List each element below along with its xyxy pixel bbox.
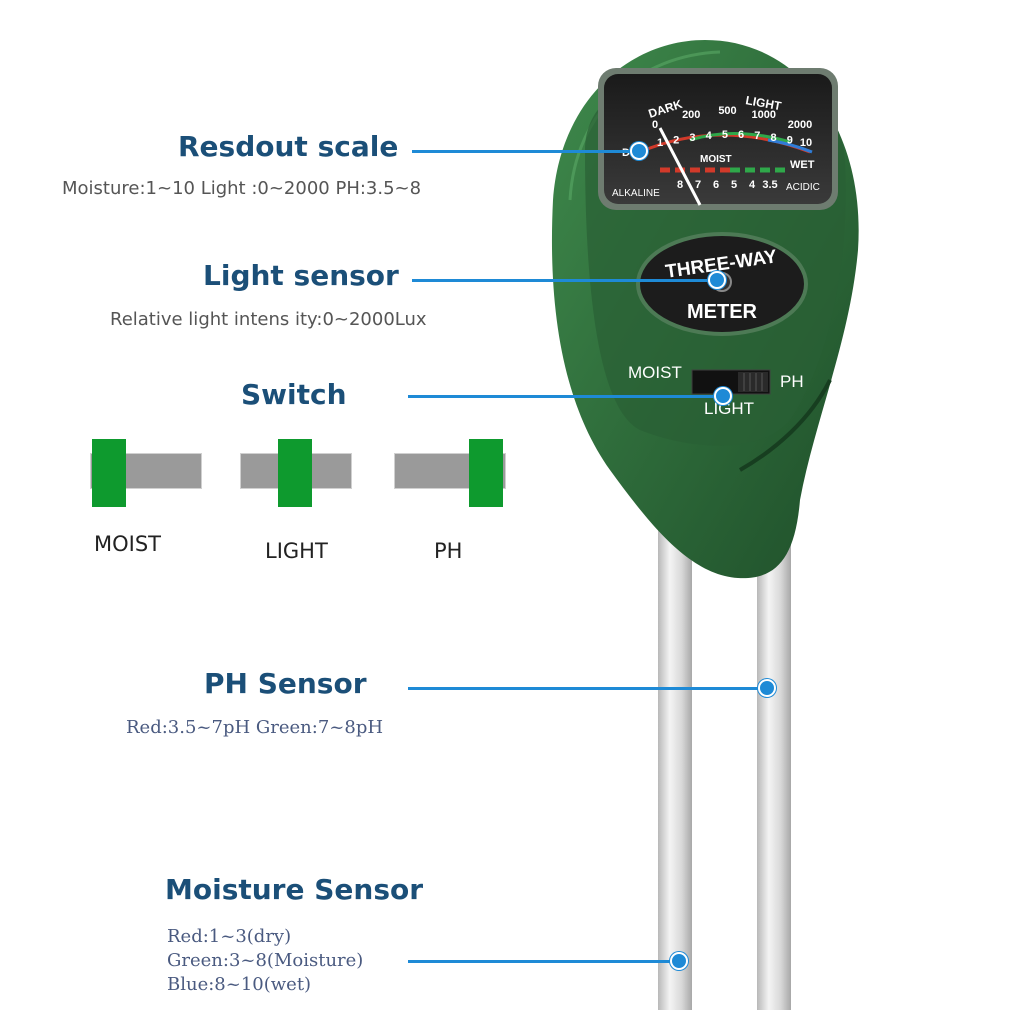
- dial-moist-label: MOIST: [700, 154, 732, 165]
- readout-scale-title: Resdout scale: [178, 130, 399, 163]
- switch-state-label: LIGHT: [265, 539, 328, 563]
- ph-sensor-leader-line: [408, 687, 760, 690]
- dial-moist-tick: 2: [673, 134, 679, 146]
- dial-light-tick: 500: [718, 105, 736, 117]
- dial-moist-tick: 1: [657, 137, 663, 149]
- moisture-sensor-line-green: Green:3~8(Moisture): [167, 950, 364, 971]
- readout-scale-subtitle: Moisture:1~10 Light :0~2000 PH:3.5~8: [62, 178, 422, 199]
- light-sensor-pointer-dot: [708, 271, 726, 289]
- dial-light-tick: 2000: [788, 119, 812, 131]
- light-sensor-leader-line: [412, 279, 718, 282]
- switch-leader-line: [408, 395, 724, 398]
- moisture-sensor-line-red: Red:1~3(dry): [167, 926, 292, 947]
- switch-state-label: PH: [434, 539, 463, 563]
- light-sensor-title: Light sensor: [203, 259, 399, 292]
- device-switch-moist-label: MOIST: [628, 363, 682, 382]
- switch-pointer-dot: [714, 387, 732, 405]
- readout-scale-pointer-dot: [630, 142, 648, 160]
- switch-title: Switch: [241, 378, 347, 411]
- moisture-sensor-title: Moisture Sensor: [165, 873, 424, 906]
- dial-light-label: LIGHT: [744, 93, 783, 113]
- dial-ph-tick: 5: [731, 179, 737, 191]
- dial-moist-tick: 7: [754, 130, 760, 142]
- ph-probe: [658, 500, 692, 1010]
- dial-moist-tick: 5: [722, 129, 728, 141]
- moisture-sensor-leader-line: [408, 960, 676, 963]
- light-sensor-subtitle: Relative light intens ity:0~2000Lux: [110, 309, 427, 330]
- dial-moist-tick: 6: [738, 129, 744, 141]
- moisture-sensor-line-blue: Blue:8~10(wet): [167, 974, 312, 995]
- badge-bottom-text: METER: [687, 301, 758, 323]
- dial-ph-tick: 6: [713, 179, 719, 191]
- dial-ph-tick: 4: [749, 179, 756, 191]
- dial-moist-tick: 8: [770, 132, 776, 144]
- dial-light-tick: 1000: [752, 109, 776, 121]
- dial-wet-label: WET: [790, 159, 815, 171]
- switch-state-label: MOIST: [94, 532, 161, 556]
- dial-ph-tick: 3.5: [762, 179, 777, 191]
- dial-alkaline-label: ALKALINE: [612, 188, 660, 199]
- device-switch-knob: [738, 372, 768, 392]
- dial-moist-tick: 3: [689, 132, 695, 144]
- moisture-sensor-pointer-dot: [670, 952, 688, 970]
- device-switch-light-label: LIGHT: [704, 399, 754, 418]
- dial-light-tick: 0: [652, 119, 658, 131]
- dial-ph-tick: 8: [677, 179, 683, 191]
- dial-moist-tick: 10: [800, 137, 812, 149]
- ph-sensor-title: PH Sensor: [204, 667, 367, 700]
- ph-sensor-subtitle: Red:3.5~7pH Green:7~8pH: [126, 717, 384, 738]
- dial-moist-tick: 4: [706, 130, 713, 142]
- dial-ph-tick: 7: [695, 179, 701, 191]
- dial-moist-tick: 9: [787, 134, 793, 146]
- dial-acidic-label: ACIDIC: [786, 182, 820, 193]
- ph-sensor-pointer-dot: [758, 679, 776, 697]
- readout-scale-leader-line: [412, 150, 640, 153]
- switch-knob: [278, 439, 312, 507]
- device-switch-ph-label: PH: [780, 372, 804, 391]
- moisture-probe: [757, 500, 791, 1010]
- switch-knob: [469, 439, 503, 507]
- dial-needle: [658, 127, 702, 206]
- dial-light-tick: 200: [682, 109, 700, 121]
- switch-knob: [92, 439, 126, 507]
